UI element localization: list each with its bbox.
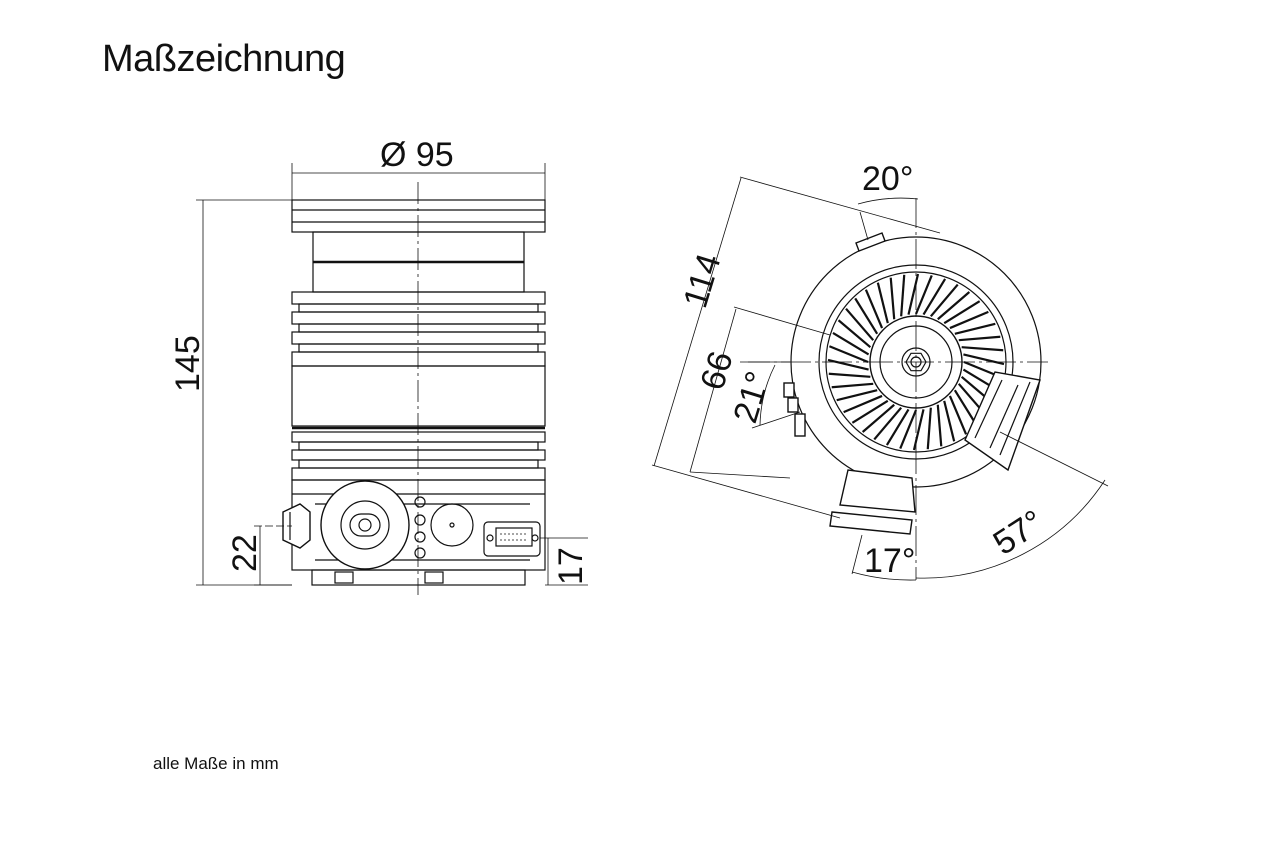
- rotor-blade: [831, 382, 874, 389]
- side-view: Ø 95 145: [169, 136, 590, 595]
- page-title: Maßzeichnung: [102, 38, 346, 80]
- rotor-blade: [953, 389, 978, 427]
- units-note: alle Maße in mm: [153, 754, 279, 773]
- rotor-blade: [954, 322, 996, 335]
- rotor-blade: [948, 395, 968, 435]
- rotor-blade: [899, 409, 918, 449]
- height-label: 145: [169, 335, 207, 392]
- top-view: 114 66 21° 20° 17° 57°: [651, 160, 1109, 581]
- rotor-blade: [864, 289, 884, 329]
- rotor-blade: [949, 310, 989, 330]
- rotor-blade: [963, 353, 1005, 366]
- angle-17-label: 17°: [864, 542, 915, 580]
- rotor-blade: [900, 274, 906, 317]
- rotor-blade: [958, 335, 1001, 342]
- rotor-blade: [873, 406, 903, 441]
- rotor-blade: [889, 277, 896, 320]
- left-height-label: 22: [226, 534, 264, 572]
- rotor-blade: [851, 399, 889, 424]
- rotor-blade: [961, 346, 1004, 352]
- rotor-blade: [929, 283, 959, 318]
- rotor-blade: [943, 400, 956, 442]
- rotor-blade: [876, 282, 889, 324]
- rotor-blade: [827, 358, 869, 371]
- rotor-blade: [936, 404, 943, 447]
- rotor-blade: [861, 403, 895, 433]
- diameter-label: Ø 95: [380, 136, 454, 174]
- rotor-blade: [836, 389, 878, 402]
- rotor-blade: [854, 297, 879, 335]
- angle-20-label: 20°: [862, 160, 913, 198]
- rotor-blade: [829, 345, 869, 364]
- rotor-blade: [885, 408, 910, 446]
- rotor-blade: [843, 394, 883, 414]
- rotor-blade: [907, 273, 920, 315]
- dim-114-label: 114: [676, 249, 728, 312]
- dim-66-label: 66: [693, 347, 740, 394]
- rotor-blade: [937, 291, 971, 321]
- rotor-blade: [943, 300, 981, 325]
- rotor-blade: [926, 407, 932, 450]
- rotor-blade: [828, 372, 871, 378]
- rotor-blade: [912, 409, 925, 451]
- rotor-blade: [914, 275, 933, 315]
- rotor-blade: [832, 331, 870, 356]
- rotor-blade: [922, 278, 947, 316]
- rotor-blade: [845, 307, 875, 341]
- angle-57-label: 57°: [987, 503, 1051, 563]
- right-height-label: 17: [552, 547, 590, 585]
- rotor-blade: [837, 319, 872, 349]
